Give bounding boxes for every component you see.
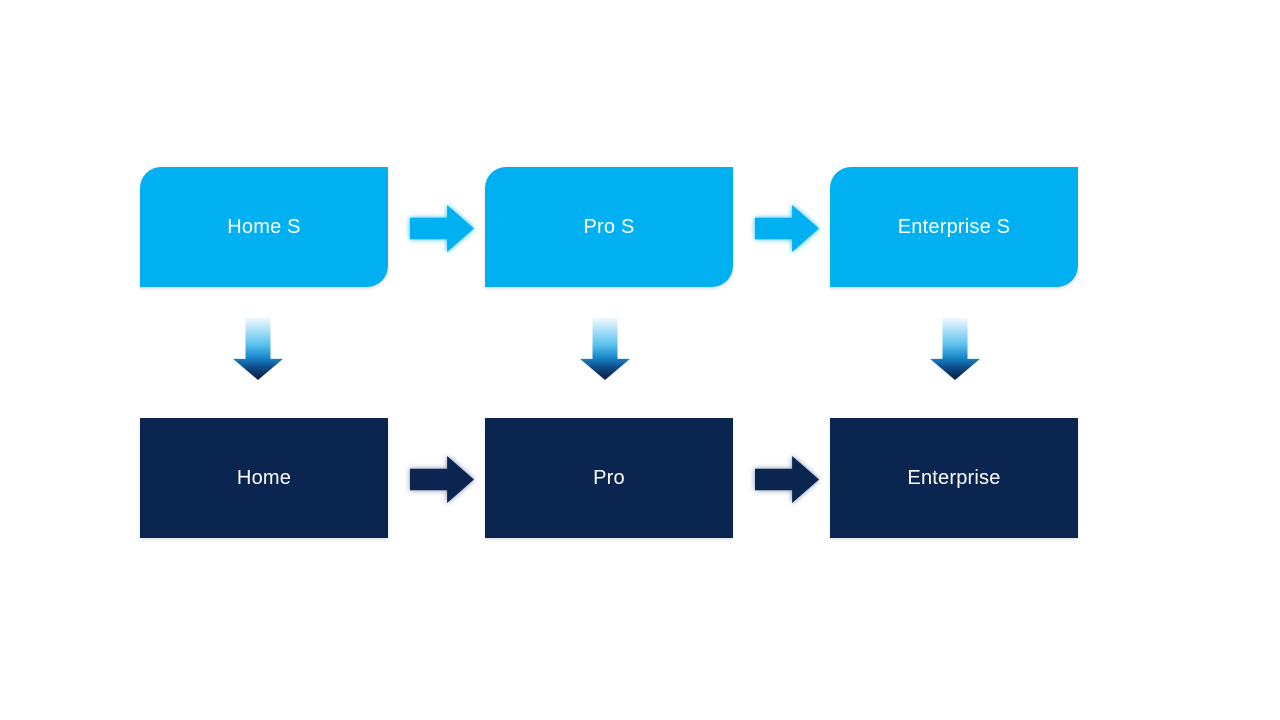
node-enterprise: Enterprise [830, 418, 1078, 538]
node-home-label: Home [236, 466, 292, 489]
node-pro-s-label: Pro S [583, 215, 635, 238]
node-home-s: Home S [140, 167, 388, 287]
right-arrow-shape [755, 456, 819, 503]
node-enterprise-s-label: Enterprise S [897, 215, 1011, 238]
down-arrow-icon [233, 318, 283, 380]
down-arrow-icon [580, 318, 630, 380]
node-pro-s: Pro S [485, 167, 733, 287]
right-arrow-icon [410, 456, 474, 503]
right-arrow-shape [755, 205, 819, 252]
node-home-s-label: Home S [227, 215, 301, 238]
node-pro: Pro [485, 418, 733, 538]
right-arrow-shape [410, 205, 474, 252]
right-arrow-icon [410, 205, 474, 252]
down-arrow-icon [930, 318, 980, 380]
node-enterprise-label: Enterprise [907, 466, 1001, 489]
right-arrow-icon [755, 456, 819, 503]
node-home: Home [140, 418, 388, 538]
node-pro-label: Pro [593, 466, 625, 489]
node-enterprise-s: Enterprise S [830, 167, 1078, 287]
right-arrow-icon [755, 205, 819, 252]
right-arrow-shape [410, 456, 474, 503]
